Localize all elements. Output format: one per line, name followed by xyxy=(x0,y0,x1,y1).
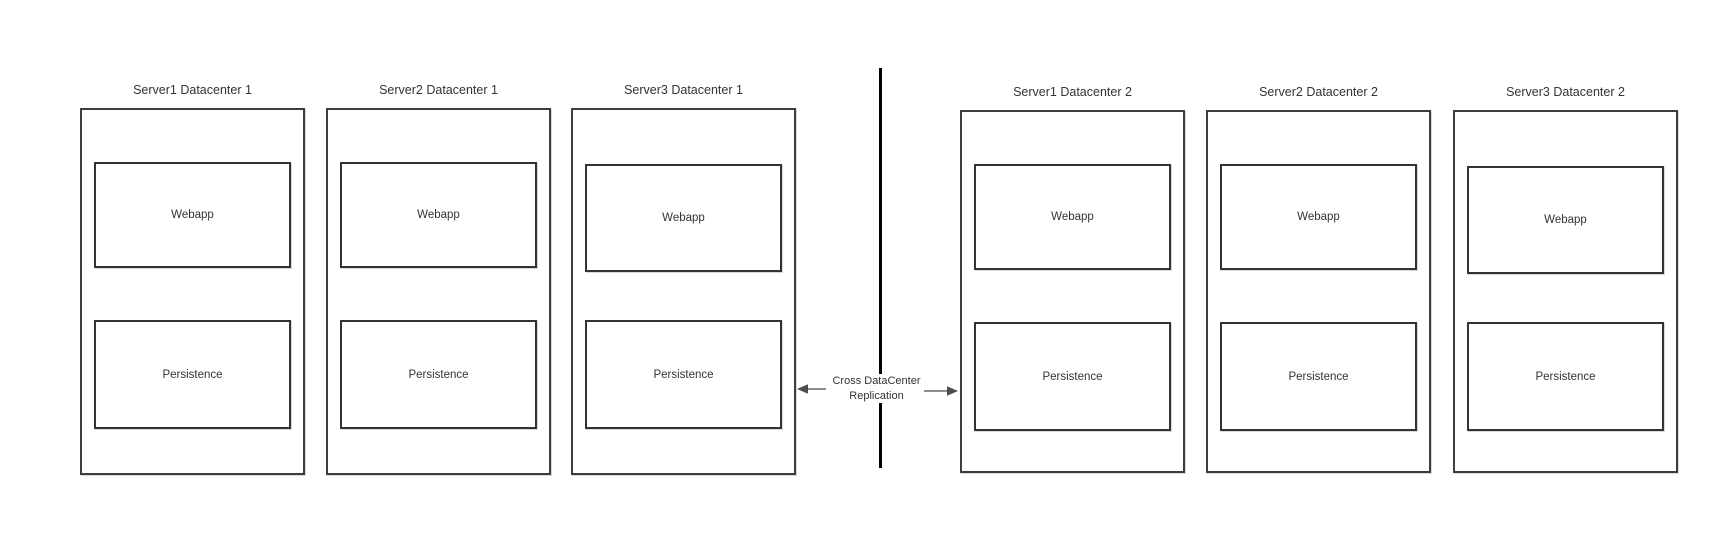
persistence-label: Persistence xyxy=(1042,370,1103,383)
server-frame: Webapp Persistence xyxy=(960,110,1185,473)
server-frame: Webapp Persistence xyxy=(1453,110,1678,473)
webapp-label: Webapp xyxy=(417,209,460,221)
replication-label-line1: Cross DataCenter xyxy=(832,375,921,387)
server-frame: Webapp Persistence xyxy=(571,108,796,475)
server-frame: Webapp Persistence xyxy=(1206,110,1431,473)
persistence-box: Persistence xyxy=(94,320,291,429)
webapp-box: Webapp xyxy=(1467,166,1664,274)
server-frame: Webapp Persistence xyxy=(80,108,305,475)
webapp-label: Webapp xyxy=(1297,211,1340,223)
persistence-box: Persistence xyxy=(585,320,782,429)
webapp-label: Webapp xyxy=(662,212,705,224)
persistence-box: Persistence xyxy=(340,320,537,429)
server-title: Server1 Datacenter 2 xyxy=(1013,85,1132,99)
webapp-box: Webapp xyxy=(974,164,1171,270)
webapp-label: Webapp xyxy=(1051,211,1094,223)
persistence-label: Persistence xyxy=(162,368,223,381)
left-arrow-icon xyxy=(797,384,827,394)
webapp-box: Webapp xyxy=(340,162,537,268)
persistence-box: Persistence xyxy=(974,322,1171,431)
server2-datacenter1-box: Server2 Datacenter 1 Webapp Persistence xyxy=(326,78,551,475)
persistence-box: Persistence xyxy=(1467,322,1664,431)
webapp-box: Webapp xyxy=(1220,164,1417,270)
webapp-label: Webapp xyxy=(1544,214,1587,226)
server-title: Server1 Datacenter 1 xyxy=(133,83,252,97)
webapp-box: Webapp xyxy=(585,164,782,272)
persistence-label: Persistence xyxy=(653,368,714,381)
persistence-label: Persistence xyxy=(1288,370,1349,383)
server3-datacenter2-box: Server3 Datacenter 2 Webapp Persistence xyxy=(1453,80,1678,473)
server-title: Server2 Datacenter 2 xyxy=(1259,85,1378,99)
server1-datacenter1-box: Server1 Datacenter 1 Webapp Persistence xyxy=(80,78,305,475)
server2-datacenter2-box: Server2 Datacenter 2 Webapp Persistence xyxy=(1206,80,1431,473)
persistence-box: Persistence xyxy=(1220,322,1417,431)
webapp-label: Webapp xyxy=(171,209,214,221)
webapp-box: Webapp xyxy=(94,162,291,268)
replication-label-line2: Replication xyxy=(849,389,904,402)
server-frame: Webapp Persistence xyxy=(326,108,551,475)
persistence-label: Persistence xyxy=(1535,370,1596,383)
server3-datacenter1-box: Server3 Datacenter 1 Webapp Persistence xyxy=(571,78,796,475)
server-title: Server2 Datacenter 1 xyxy=(379,83,498,97)
right-arrow-icon xyxy=(924,386,958,396)
persistence-label: Persistence xyxy=(408,368,469,381)
server1-datacenter2-box: Server1 Datacenter 2 Webapp Persistence xyxy=(960,80,1185,473)
replication-label: Cross DataCenter Replication xyxy=(826,374,927,403)
datacenter-divider-line xyxy=(879,68,882,468)
server-title: Server3 Datacenter 1 xyxy=(624,83,743,97)
server-title: Server3 Datacenter 2 xyxy=(1506,85,1625,99)
